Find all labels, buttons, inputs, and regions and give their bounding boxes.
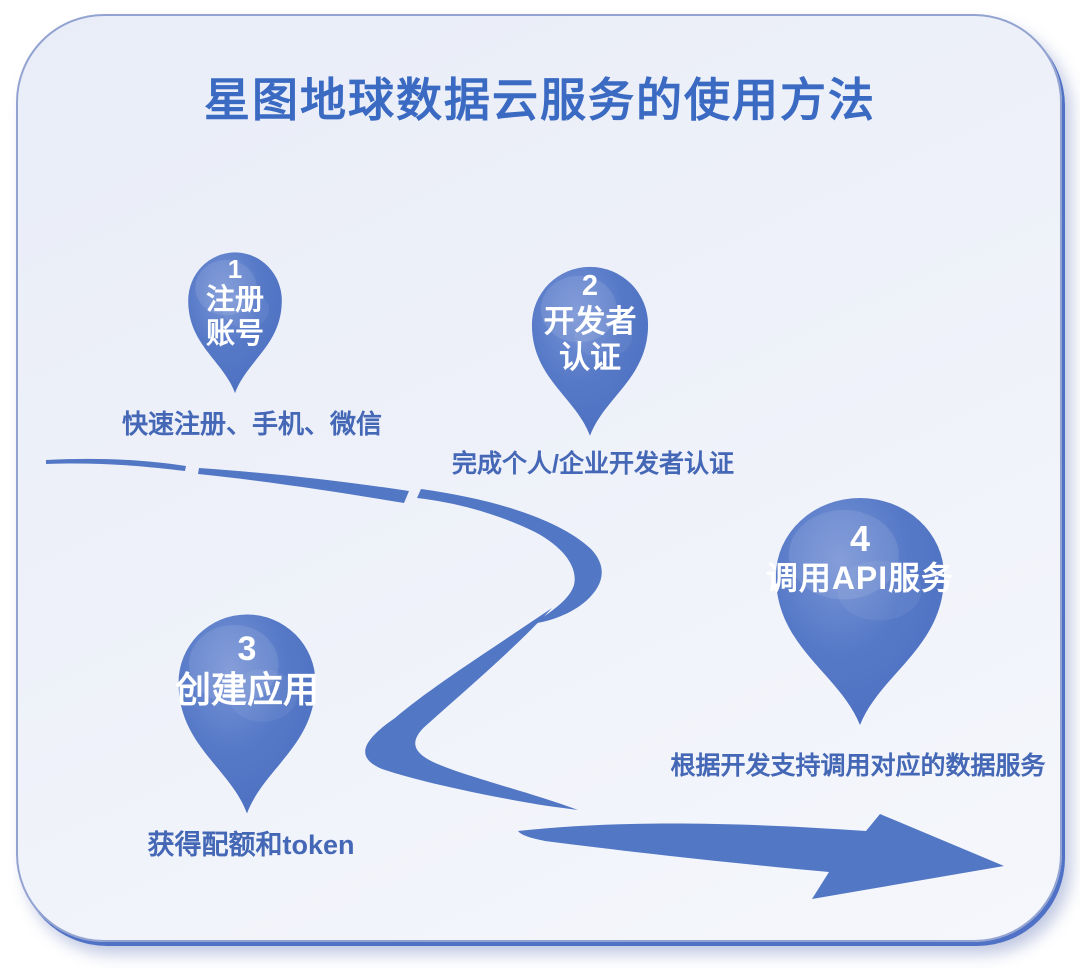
step-caption-3: 获得配额和token xyxy=(147,830,355,860)
location-pin-icon xyxy=(775,497,945,726)
location-pin-icon xyxy=(188,252,282,394)
step-pin-4: 4 调用API服务 xyxy=(763,486,957,728)
step-caption-2: 完成个人/企业开发者认证 xyxy=(452,450,734,478)
card-background xyxy=(16,14,1062,942)
step-caption-4: 根据开发支持调用对应的数据服务 xyxy=(670,752,1046,780)
step-number: 4 xyxy=(849,518,871,559)
step-number: 3 xyxy=(237,630,257,668)
step-label: 创建应用 xyxy=(174,669,319,711)
step-2-text: 2 开发者 认证 xyxy=(523,258,657,450)
step-label: 调用API服务 xyxy=(765,559,955,596)
step-label: 开发者 xyxy=(543,303,637,339)
step-number: 1 xyxy=(227,254,243,284)
step-4-text: 4 调用API服务 xyxy=(763,486,957,760)
location-pin-icon xyxy=(178,614,316,814)
step-pin-3: 3 创建应用 xyxy=(168,604,326,816)
step-number: 2 xyxy=(581,270,599,302)
page-title: 星图地球数据云服务的使用方法 xyxy=(204,74,876,126)
step-label: 认证 xyxy=(559,339,621,375)
step-label: 注册 xyxy=(205,284,264,317)
step-caption-1: 快速注册、手机、微信 xyxy=(121,409,383,439)
step-label: 账号 xyxy=(205,317,264,350)
step-pin-1: 1 注册 账号 xyxy=(181,245,289,395)
step-pin-2: 2 开发者 认证 xyxy=(523,258,657,438)
step-1-text: 1 注册 账号 xyxy=(181,245,289,404)
step-3-text: 3 创建应用 xyxy=(168,604,326,842)
location-pin-icon xyxy=(531,266,649,436)
